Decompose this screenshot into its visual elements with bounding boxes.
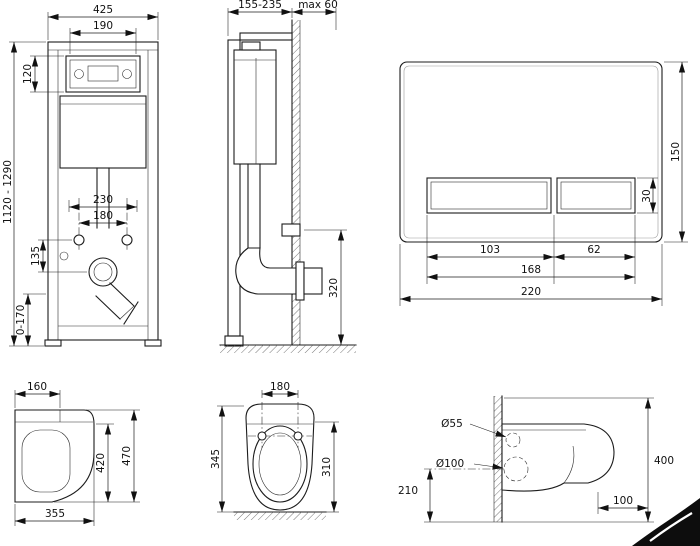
dim-depth-range-label: 155-235 <box>238 0 282 11</box>
dim-total-height-label: 470 <box>121 446 133 466</box>
dim-inner-depth-label: 310 <box>321 457 333 477</box>
toilet-wall-section-view: Ø55 Ø100 400 210 100 <box>398 395 700 546</box>
bowl-section-outline <box>501 423 615 492</box>
dim-bowl-depth: 355 <box>14 454 95 526</box>
dim-plate-width-label: 220 <box>521 286 541 298</box>
toilet-top-view: 180 345 310 <box>210 381 339 520</box>
outlet-pipe-circle <box>503 456 529 482</box>
dim-fixing-outer-label: 230 <box>93 194 113 206</box>
dim-panel-width-label: 190 <box>93 20 113 32</box>
fixing-studs <box>73 198 133 252</box>
leader-outlet-diameter: Ø100 <box>436 458 504 470</box>
leader-inlet-diameter: Ø55 <box>441 418 507 438</box>
dim-panel-width: 190 <box>69 20 137 54</box>
dim-leg-adjust-label: 0-170 <box>15 305 27 336</box>
dim-total-depth-label: 345 <box>210 449 222 469</box>
dim-total-depth: 345 <box>210 405 244 513</box>
dim-panel-height: 120 <box>22 55 64 93</box>
dim-plate-bottom: 103 62 168 220 <box>399 215 663 306</box>
inlet-pipe-circle <box>505 432 521 448</box>
floor-section <box>219 344 357 353</box>
frame-structure <box>44 41 162 347</box>
dim-wall-clearance-label: max 60 <box>298 0 338 11</box>
dim-fixing-spacing: 180 <box>79 210 127 227</box>
dim-big-button-width-label: 103 <box>480 244 500 256</box>
corner-decoration <box>632 498 700 546</box>
dim-wall-clearance: max 60 <box>292 0 338 30</box>
dim-frame-width-label: 425 <box>93 4 113 16</box>
dim-button-height-label: 30 <box>641 189 653 202</box>
dim-outlet-height-label: 320 <box>328 278 340 298</box>
cistern-front <box>59 95 147 229</box>
dim-depth-range: 155-235 <box>227 0 293 36</box>
dim-inner-depth: 310 <box>315 421 339 513</box>
dim-outlet-offset-label: 135 <box>30 246 42 266</box>
wall-line-top-view <box>233 511 327 520</box>
dim-fixing-depth-label: 100 <box>613 495 633 507</box>
inlet-diameter-label: Ø55 <box>441 418 463 430</box>
flush-button-small <box>556 177 636 214</box>
dim-mount-height-label: 400 <box>654 455 674 467</box>
frame-front-view: 425 190 120 1120 - 1290 230 1 <box>2 4 162 347</box>
dim-outlet-offset: 135 <box>30 239 87 273</box>
dim-plate-height-label: 150 <box>670 142 682 162</box>
dim-plate-height: 150 <box>664 61 688 243</box>
dim-bowl-depth-label: 355 <box>45 508 65 520</box>
outlet-socket <box>59 251 139 325</box>
dim-buttons-width-label: 168 <box>521 264 541 276</box>
flush-plate-view: 30 150 103 62 168 220 <box>399 61 688 306</box>
dim-fixing-depth: 100 <box>597 492 648 514</box>
dim-outlet-center-height: 210 <box>398 468 504 523</box>
dim-seat-height-label: 420 <box>95 453 107 473</box>
dim-leg-adjust: 0-170 <box>15 293 46 346</box>
dim-total-height: 470 <box>86 409 140 502</box>
dim-outlet-center-height-label: 210 <box>398 485 418 497</box>
flush-plate <box>399 61 663 243</box>
dim-mount-height: 400 <box>504 397 674 523</box>
dim-seat-height: 420 <box>54 423 140 503</box>
outlet-diameter-label: Ø100 <box>436 458 464 470</box>
mount-wall <box>493 395 503 523</box>
dim-bowl-top-width: 160 <box>14 381 61 408</box>
bowl-top-outline <box>245 403 315 511</box>
outlet-bend <box>235 247 323 301</box>
dim-bowl-top-width-label: 160 <box>27 381 47 393</box>
dim-button-height: 30 <box>637 177 658 214</box>
dim-top-fixing-spacing: 180 <box>261 381 299 398</box>
dim-fixing-outer: 230 <box>68 194 138 212</box>
dim-frame-height: 1120 - 1290 <box>2 41 46 347</box>
flush-button-large <box>426 177 552 214</box>
dim-fixing-spacing-label: 180 <box>93 210 113 222</box>
dim-outlet-height: 320 <box>304 229 347 345</box>
dim-frame-width: 425 <box>47 4 159 40</box>
toilet-side-view: 160 420 470 355 <box>14 381 140 526</box>
frame-side-view: 155-235 max 60 320 <box>219 0 357 353</box>
frame-side-structure <box>224 32 301 347</box>
bowl-side-outline <box>14 409 95 503</box>
dim-panel-height-label: 120 <box>22 64 34 84</box>
inspection-box <box>65 55 141 93</box>
dim-top-fixing-spacing-label: 180 <box>270 381 290 393</box>
dim-small-button-width-label: 62 <box>587 244 600 256</box>
dim-frame-height-label: 1120 - 1290 <box>2 160 14 224</box>
